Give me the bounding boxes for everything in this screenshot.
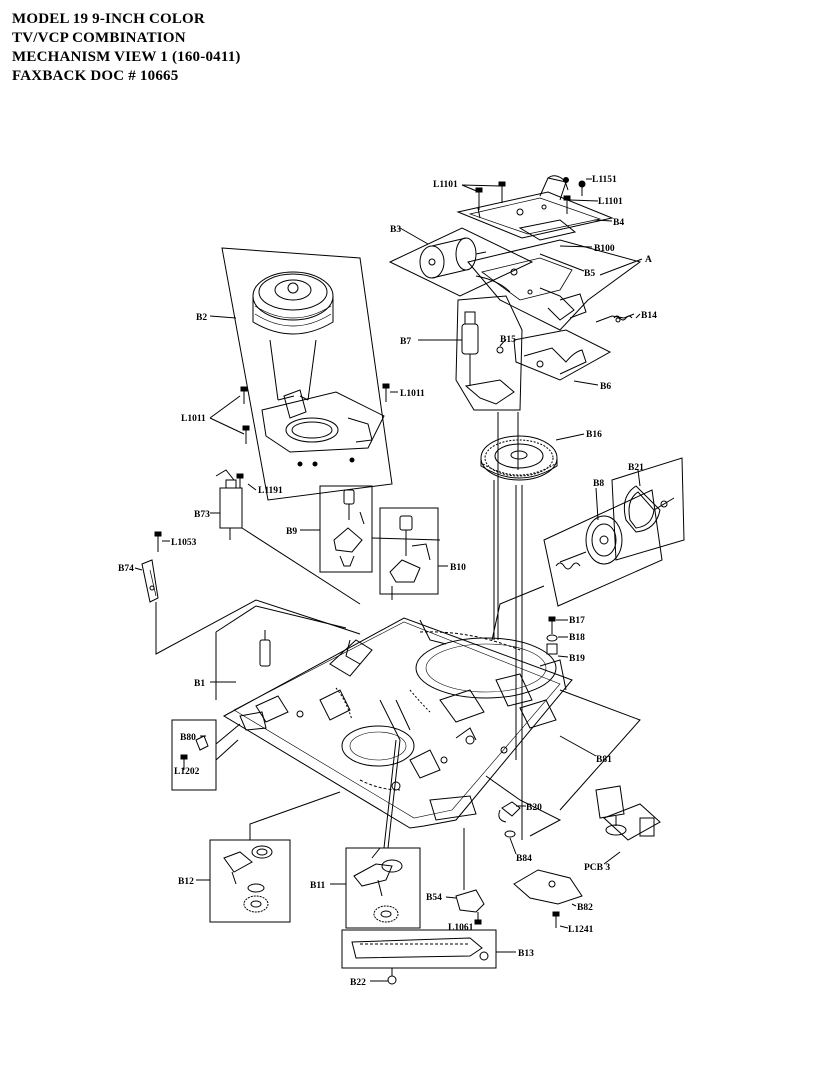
part-b54-bracket <box>455 889 485 925</box>
label-l1053: L1053 <box>171 538 197 548</box>
label-b73: B73 <box>194 510 210 520</box>
part-pcb3-sensor <box>595 785 661 841</box>
part-b1-post <box>259 630 271 667</box>
label-l1151: L1151 <box>592 175 617 185</box>
screw-l1011 <box>240 383 390 467</box>
label-b15: B15 <box>500 335 516 345</box>
part-b7-b6-assembly <box>455 295 612 411</box>
header-model: MODEL 19 9-INCH COLOR <box>12 11 205 27</box>
label-l1202: L1202 <box>174 767 200 777</box>
part-b10-assembly <box>379 507 439 600</box>
label-b9: B9 <box>286 527 297 537</box>
part-b16-gear <box>480 435 558 481</box>
label-b82: B82 <box>577 903 593 913</box>
header-combination: TV/VCP COMBINATION <box>12 30 186 46</box>
label-b16: B16 <box>586 430 602 440</box>
part-b22-washer <box>387 968 397 985</box>
part-b4-bracket <box>456 175 614 241</box>
part-b74-lever <box>141 531 162 603</box>
part-b5-plate <box>467 239 642 331</box>
label-b81: B81 <box>596 755 612 765</box>
part-b12-assembly <box>209 839 291 923</box>
part-b8-pulley <box>543 489 663 607</box>
label-l1241: L1241 <box>568 925 594 935</box>
label-b12: B12 <box>178 877 194 887</box>
label-b17: B17 <box>569 616 585 626</box>
label-pcb3: PCB 3 <box>584 863 610 873</box>
label-b100: B100 <box>594 244 615 254</box>
label-b3: B3 <box>390 225 401 235</box>
part-b17-b19-stack <box>546 616 558 655</box>
screw-l1101 <box>475 177 586 214</box>
label-l1191: L1191 <box>258 486 283 496</box>
label-b14: B14 <box>641 311 657 321</box>
label-b6: B6 <box>600 382 611 392</box>
part-b1-chassis <box>222 617 573 829</box>
part-b20-b84 <box>498 801 521 838</box>
label-b20: B20 <box>526 803 542 813</box>
label-b84: B84 <box>516 854 532 864</box>
part-b21-belt <box>611 457 685 561</box>
label-l1011-right: L1011 <box>400 389 425 399</box>
header-mechanism-view: MECHANISM VIEW 1 (160-0411) <box>12 49 241 65</box>
part-b13-slide <box>341 929 497 969</box>
label-b11: B11 <box>310 881 326 891</box>
header-faxback-doc: FAXBACK DOC # 10665 <box>12 68 179 84</box>
label-b54: B54 <box>426 893 442 903</box>
label-b7: B7 <box>400 337 411 347</box>
label-a: A <box>645 255 652 265</box>
label-b1: B1 <box>194 679 205 689</box>
label-b80: B80 <box>180 733 196 743</box>
label-b19: B19 <box>569 654 585 664</box>
part-b3-motor <box>388 227 534 297</box>
label-b8: B8 <box>593 479 604 489</box>
label-l1101-top-right: L1101 <box>598 197 623 207</box>
part-b80-bracket <box>171 719 217 791</box>
part-b14-spring <box>595 313 635 323</box>
label-b74: B74 <box>118 564 134 574</box>
part-b2-drum <box>221 247 393 501</box>
label-l1101-top-left: L1101 <box>433 180 458 190</box>
label-b18: B18 <box>569 633 585 643</box>
label-b2: B2 <box>196 313 207 323</box>
label-l1011-left: L1011 <box>181 414 206 424</box>
part-b11-assembly <box>345 847 421 929</box>
part-b73-bracket <box>215 469 244 540</box>
part-b82-bracket <box>513 869 583 928</box>
label-b13: B13 <box>518 949 534 959</box>
label-b10: B10 <box>450 563 466 573</box>
label-b4: B4 <box>613 218 624 228</box>
label-b22: B22 <box>350 978 366 988</box>
label-l1061: L1061 <box>448 923 474 933</box>
document-header: MODEL 19 9-INCH COLOR TV/VCP COMBINATION… <box>12 10 241 86</box>
label-b21: B21 <box>628 463 644 473</box>
label-b5: B5 <box>584 269 595 279</box>
part-b9-assembly <box>319 485 373 573</box>
